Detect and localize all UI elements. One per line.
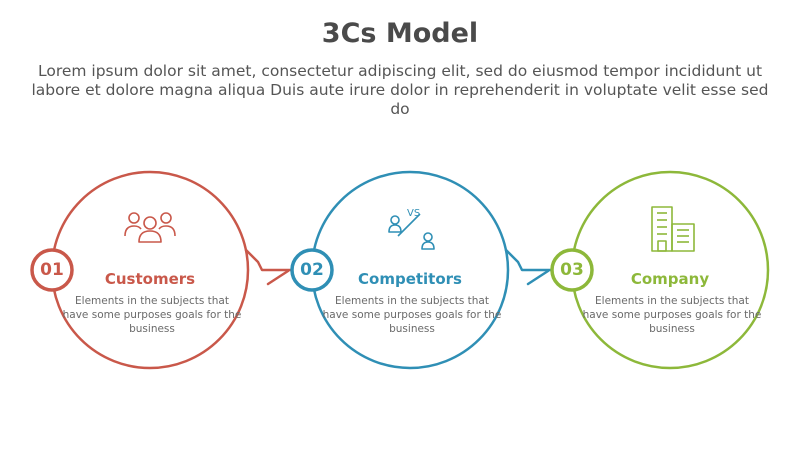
step-number-circle-2 (290, 248, 334, 292)
step-number-circle-3 (550, 248, 594, 292)
page-subtitle: Lorem ipsum dolor sit amet, consectetur … (31, 62, 769, 118)
arrow-connector-2 (504, 248, 553, 286)
step-number-1: 01 (40, 260, 64, 280)
competitors-description: Elements in the subjects that have some … (322, 295, 502, 335)
people-group-icon (124, 212, 176, 243)
arrow-connector-1 (244, 248, 293, 286)
versus-competitors-icon: VS (388, 208, 435, 250)
customers-label: Customers (104, 270, 196, 288)
competitors-label: Competitors (358, 270, 462, 288)
step-number-circle-1 (30, 248, 74, 292)
page-title: 3Cs Model (321, 18, 479, 49)
versus-label: VS (407, 208, 420, 219)
building-icon (651, 206, 695, 252)
step-number-3: 03 (560, 260, 584, 280)
customers-description: Elements in the subjects that have some … (62, 295, 242, 335)
company-label: Company (630, 270, 710, 288)
step-number-2: 02 (300, 260, 324, 280)
company-description: Elements in the subjects that have some … (582, 295, 762, 335)
